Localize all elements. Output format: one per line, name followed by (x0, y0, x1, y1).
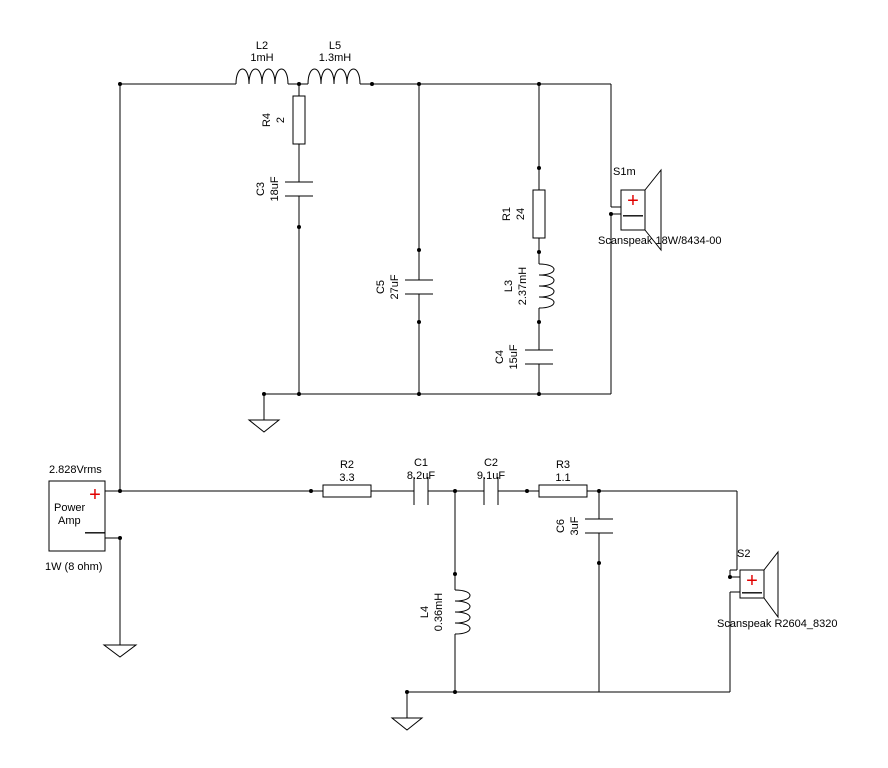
L5-value: 1.3mH (319, 52, 351, 64)
inductor-L2: L2 1mH (235, 40, 289, 85)
C6-value: 3uF (569, 516, 581, 535)
amp-label-line2: Amp (58, 515, 81, 527)
L2-ref: L2 (256, 40, 268, 52)
R2-value: 3.3 (339, 472, 354, 484)
R2-ref: R2 (340, 459, 354, 471)
capacitor-C4: C4 15uF (494, 344, 553, 370)
ground-symbol-amp (102, 644, 138, 658)
C1-ref: C1 (414, 457, 428, 469)
resistor-R4: R4 2 (261, 95, 306, 145)
inductor-L5: L5 1.3mH (307, 40, 361, 85)
R1-value: 24 (515, 208, 527, 220)
L4-value: 0.36mH (433, 593, 445, 632)
C5-ref: C5 (375, 280, 387, 294)
C6-ref: C6 (555, 519, 567, 533)
S1m-ref: S1m (613, 166, 636, 178)
L4-ref: L4 (419, 606, 431, 618)
ground-symbol-tweeter (390, 717, 424, 731)
capacitor-C5: C5 27uF (375, 274, 433, 300)
C3-value: 18uF (269, 176, 281, 201)
S1m-minus-sign: — (623, 204, 643, 226)
C4-value: 15uF (508, 344, 520, 369)
L5-ref: L5 (329, 40, 341, 52)
R4-ref: R4 (261, 113, 273, 127)
resistor-R2: R2 3.3 (322, 459, 372, 498)
amp-power: 1W (8 ohm) (45, 561, 102, 573)
S1m-plus-sign: + (627, 190, 639, 212)
C2-ref: C2 (484, 457, 498, 469)
L2-value: 1mH (250, 52, 273, 64)
tweeter-wires (105, 490, 740, 718)
capacitor-C3: C3 18uF (255, 176, 313, 202)
amp-label-line1: Power (54, 502, 86, 514)
S2-ref: S2 (737, 548, 750, 560)
C1-value: 8.2uF (407, 470, 435, 482)
capacitor-C6: C6 3uF (555, 516, 613, 535)
speaker-S2: + — S2 Scanspeak R2604_8320 (717, 548, 837, 630)
L3-value: 2.37mH (517, 267, 529, 306)
junction-dots (118, 82, 732, 694)
C3-ref: C3 (255, 182, 267, 196)
amp-minus-sign: — (85, 521, 105, 543)
S2-plus-sign: + (746, 570, 758, 592)
S1m-model: Scanspeak 18W/8434-00 (598, 235, 722, 247)
C4-ref: C4 (494, 350, 506, 364)
capacitor-C2: C2 9.1uF (477, 457, 505, 505)
R1-ref: R1 (501, 207, 513, 221)
inductor-L3: L3 2.37mH (503, 263, 555, 309)
inductor-L4: L4 0.36mH (419, 574, 471, 638)
power-amp: 2.828Vrms Power Amp + — 1W (8 ohm) (45, 464, 106, 573)
resistor-R3: R3 1.1 (538, 459, 588, 498)
woofer-wires (119, 83, 621, 491)
S2-model: Scanspeak R2604_8320 (717, 618, 837, 630)
L3-ref: L3 (503, 280, 515, 292)
amp-voltage: 2.828Vrms (49, 464, 102, 476)
R3-ref: R3 (556, 459, 570, 471)
R4-value: 2 (275, 117, 287, 123)
resistor-R1: R1 24 (501, 189, 546, 239)
ground-symbol-woofer (247, 419, 281, 433)
R3-value: 1.1 (555, 472, 570, 484)
amp-plus-sign: + (89, 484, 101, 506)
S2-minus-sign: — (742, 581, 762, 603)
capacitor-C1: C1 8.2uF (407, 457, 435, 505)
C5-value: 27uF (389, 274, 401, 299)
C2-value: 9.1uF (477, 470, 505, 482)
speaker-S1m: + — S1m Scanspeak 18W/8434-00 (598, 166, 722, 252)
